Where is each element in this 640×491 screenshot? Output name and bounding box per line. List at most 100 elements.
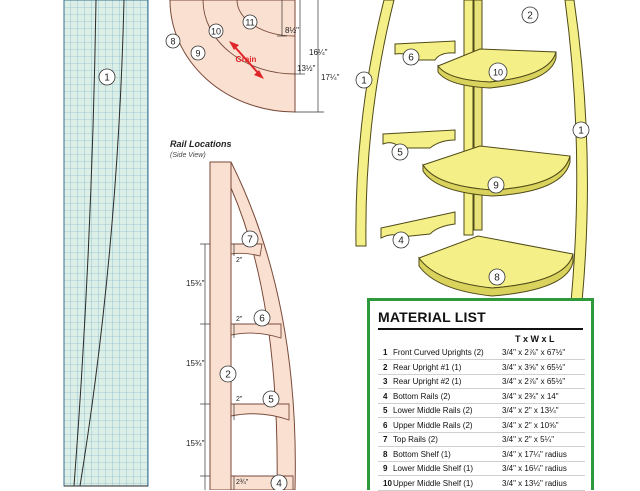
- svg-text:5: 5: [268, 395, 274, 406]
- item-dimensions: 3/4" x 2¾" x 14": [502, 391, 559, 401]
- item-dimensions: 3/4" x 17¼" radius: [502, 449, 567, 459]
- item-number: 7: [383, 435, 388, 444]
- material-list-header: T x W x L: [515, 334, 555, 344]
- rail-width-bottom: 2¾": [236, 479, 249, 486]
- rail-spacing-2: 15¾": [186, 359, 205, 368]
- side-view-label: (Side View): [170, 152, 206, 159]
- item-number: 3: [383, 377, 388, 386]
- item-name: Lower Middle Rails (2): [393, 406, 473, 415]
- svg-text:11: 11: [245, 18, 254, 28]
- callout-8-shelf: 8: [165, 33, 181, 49]
- item-number: 2: [383, 362, 388, 372]
- material-list-divider: [378, 328, 583, 330]
- callout-11-shelf: 11: [242, 14, 258, 30]
- material-list: MATERIAL LIST T x W x L 1 Front Curved U…: [367, 298, 594, 491]
- list-item: 7 Top Rails (2) 3/4" x 2" x 5¼": [378, 432, 585, 447]
- svg-text:9: 9: [195, 49, 200, 59]
- list-item: 3 Rear Upright #2 (1) 3/4" x 2⅞" x 65½": [378, 374, 585, 389]
- item-dimensions: 3/4" x 2" x 13¼": [502, 406, 559, 415]
- svg-text:6: 6: [259, 314, 265, 325]
- svg-text:7: 7: [247, 235, 253, 246]
- list-item: 2 Rear Upright #1 (1) 3/4" x 3⅝" x 65½": [378, 360, 585, 375]
- item-name: Top Rails (2): [393, 435, 438, 444]
- item-name: Upper Middle Shelf (1): [393, 478, 474, 488]
- item-number: 6: [383, 420, 388, 430]
- svg-text:10: 10: [493, 68, 503, 78]
- item-name: Rear Upright #2 (1): [393, 377, 462, 386]
- rail-width-upper: 2": [236, 316, 243, 323]
- rail-spacing-3: 15¾": [186, 439, 205, 448]
- svg-text:1: 1: [104, 73, 110, 84]
- callout-1-right: 1: [572, 121, 590, 139]
- callout-10-assembled: 10: [488, 62, 508, 82]
- svg-text:9: 9: [493, 181, 499, 192]
- svg-text:1: 1: [361, 76, 367, 87]
- callout-1-left: 1: [355, 71, 373, 89]
- item-dimensions: 3/4" x 3⅝" x 65½": [502, 362, 566, 372]
- rail-spacing-1: 15¾": [186, 279, 205, 288]
- rail-locations-view: Rail Locations (Side View) 15¾" 15¾" 15¾…: [170, 139, 296, 490]
- callout-9-shelf: 9: [190, 45, 206, 61]
- svg-text:4: 4: [276, 479, 282, 490]
- assembled-callouts: 1 1 2 6 10 5 9 4: [355, 6, 590, 286]
- item-dimensions: 3/4" x 2⅞" x 65½": [502, 377, 566, 386]
- callout-10-shelf: 10: [208, 23, 224, 39]
- item-name: Bottom Rails (2): [393, 391, 451, 401]
- item-dimensions: 3/4" x 2⅞" x 67½": [502, 348, 566, 357]
- dim-17-25: 17¼": [321, 73, 340, 82]
- item-name: Front Curved Uprights (2): [393, 348, 484, 357]
- list-item: 5 Lower Middle Rails (2) 3/4" x 2" x 13¼…: [378, 403, 585, 418]
- grain-arrow: Grain: [229, 41, 264, 79]
- svg-text:2: 2: [527, 11, 533, 22]
- shelf-pattern: Grain 8 9 10 11 8½" 16¼" 13½": [165, 0, 340, 113]
- list-item: 8 Bottom Shelf (1) 3/4" x 17¼" radius: [378, 447, 585, 462]
- rail-dimension-lines: [200, 243, 235, 490]
- callout-6-assembled: 6: [402, 48, 420, 66]
- list-item: 6 Upper Middle Rails (2) 3/4" x 2" x 10⅝…: [378, 418, 585, 433]
- item-number: 8: [383, 449, 388, 459]
- callout-7-rail: 7: [241, 230, 259, 248]
- item-name: Upper Middle Rails (2): [393, 420, 473, 430]
- callout-2-assembled: 2: [521, 6, 539, 24]
- callout-4-rail: 4: [270, 474, 288, 490]
- list-item: 1 Front Curved Uprights (2) 3/4" x 2⅞" x…: [378, 345, 585, 360]
- item-number: 4: [383, 391, 388, 401]
- svg-text:5: 5: [397, 148, 403, 159]
- item-dimensions: 3/4" x 2" x 10⅝": [502, 420, 559, 430]
- item-number: 5: [383, 406, 388, 415]
- svg-text:2: 2: [225, 370, 231, 381]
- callout-9-assembled: 9: [487, 176, 505, 194]
- rail-width-top: 2": [236, 257, 243, 264]
- item-dimensions: 3/4" x 16¼" radius: [502, 464, 567, 473]
- rail-width-lower: 2": [236, 396, 243, 403]
- dim-16-25: 16¼": [309, 48, 328, 57]
- assembled-shelf-view: [355, 0, 588, 303]
- curved-upright-pattern: 1: [63, 0, 149, 487]
- callout-8-assembled: 8: [488, 268, 506, 286]
- list-item: 4 Bottom Rails (2) 3/4" x 2¾" x 14": [378, 389, 585, 404]
- dim-13-5: 13½": [297, 64, 316, 73]
- item-number: 10: [383, 478, 392, 488]
- svg-text:8: 8: [494, 273, 500, 284]
- callout-6-rail: 6: [253, 309, 271, 327]
- callout-1-pattern: 1: [98, 68, 116, 86]
- callout-5-rail: 5: [262, 390, 280, 408]
- callout-4-assembled: 4: [392, 231, 410, 249]
- dim-8-5: 8½": [285, 26, 299, 35]
- item-dimensions: 3/4" x 2" x 5¼": [502, 435, 555, 444]
- grain-label: Grain: [236, 55, 257, 64]
- item-name: Bottom Shelf (1): [393, 449, 451, 459]
- rail-locations-title: Rail Locations: [170, 139, 232, 149]
- svg-text:1: 1: [578, 126, 584, 137]
- item-dimensions: 3/4" x 13½" radius: [502, 478, 567, 488]
- item-number: 9: [383, 464, 388, 473]
- item-name: Lower Middle Shelf (1): [393, 464, 474, 473]
- list-item: 9 Lower Middle Shelf (1) 3/4" x 16¼" rad…: [378, 461, 585, 476]
- svg-text:4: 4: [398, 236, 404, 247]
- callout-5-assembled: 5: [391, 143, 409, 161]
- shelf-dimensions: [277, 0, 324, 113]
- svg-text:8: 8: [170, 37, 175, 47]
- item-number: 1: [383, 348, 388, 357]
- material-list-title: MATERIAL LIST: [378, 309, 486, 325]
